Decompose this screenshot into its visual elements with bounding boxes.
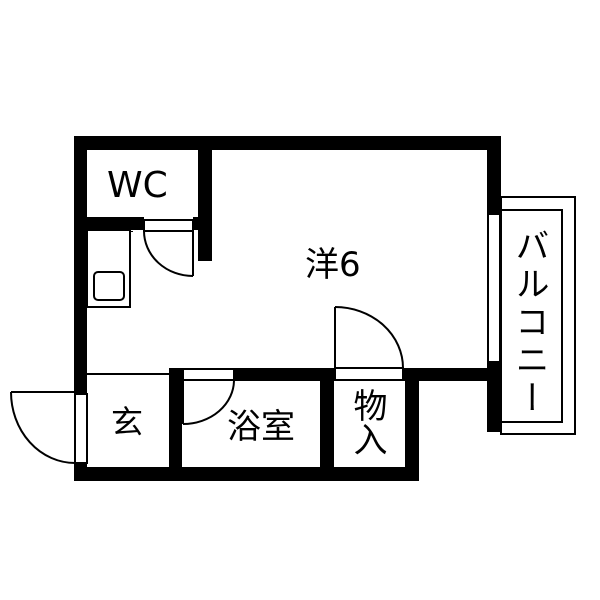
room-label-entrance: 玄 bbox=[111, 403, 144, 441]
wall-storage-top-right bbox=[403, 368, 501, 381]
thin-lines bbox=[86, 229, 169, 375]
storage-door-icon bbox=[334, 306, 404, 381]
wall-bath-top bbox=[169, 368, 183, 381]
balcony-window-icon bbox=[487, 213, 501, 363]
wall-wc-right bbox=[198, 136, 212, 261]
room-label-wc: WC bbox=[107, 165, 168, 206]
room-label-balcony: バルコニー bbox=[509, 228, 549, 418]
room-label-western-room: 洋6 bbox=[305, 245, 361, 285]
wall-wc-bottom bbox=[74, 217, 144, 230]
kitchen-sink-icon bbox=[93, 271, 125, 301]
wall-top bbox=[74, 136, 501, 150]
wall-right-upper bbox=[487, 136, 501, 214]
wall-bath-top-right bbox=[234, 368, 335, 381]
entrance-door-icon bbox=[10, 391, 88, 464]
wall-storage-right bbox=[405, 368, 419, 481]
balcony bbox=[500, 196, 576, 435]
wc-door-icon bbox=[129, 219, 194, 307]
wall-bath-left bbox=[169, 368, 182, 481]
room-label-storage: 物入 bbox=[347, 388, 387, 456]
wall-bath-storage bbox=[320, 368, 334, 481]
bathroom-door-icon bbox=[182, 368, 235, 425]
wall-left bbox=[74, 136, 87, 394]
room-label-bathroom: 浴室 bbox=[227, 407, 295, 447]
wall-bottom bbox=[74, 467, 419, 481]
walls bbox=[74, 136, 501, 481]
